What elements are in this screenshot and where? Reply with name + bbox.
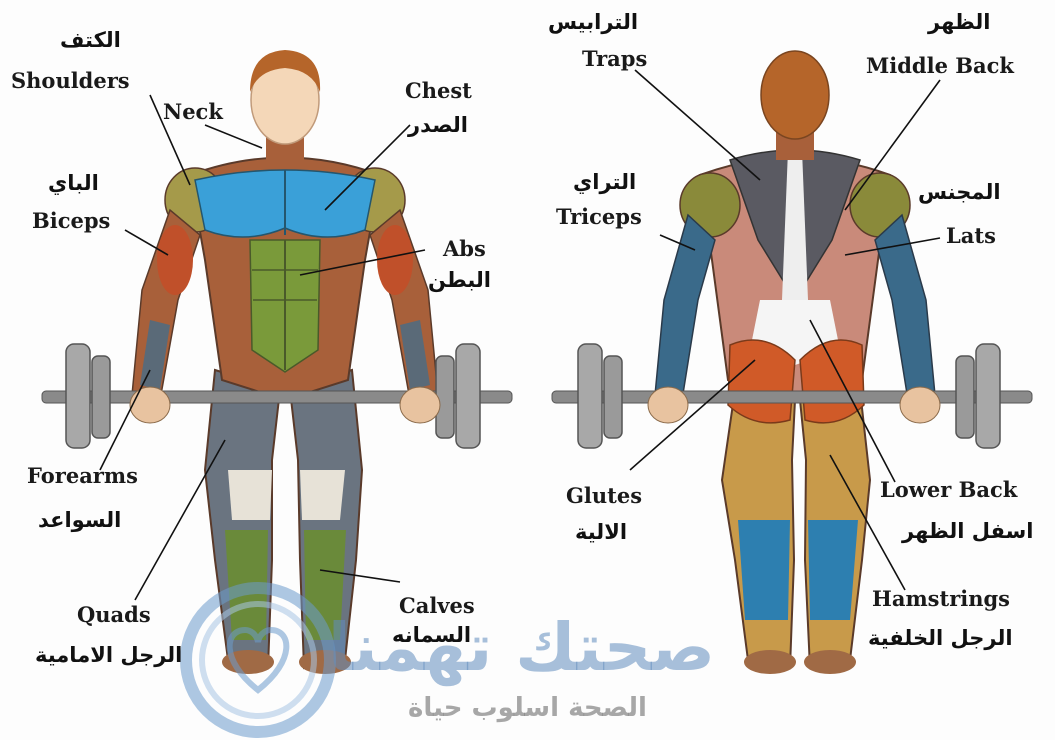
back-arm-right — [875, 215, 935, 400]
pointer-neck — [205, 125, 262, 148]
front-knee-right — [300, 470, 345, 520]
back-calf-right — [808, 520, 858, 620]
label-triceps-en: Triceps — [556, 206, 642, 227]
label-lower-back-en: Lower Back — [880, 479, 1017, 500]
front-hand-left — [130, 387, 170, 423]
back-glute-right — [800, 340, 864, 423]
front-plate-right-2 — [436, 356, 454, 438]
back-glute-left — [728, 340, 795, 423]
front-hand-right — [400, 387, 440, 423]
back-foot-left — [744, 650, 796, 674]
front-bicep-right — [377, 225, 413, 295]
watermark-brand: صحتك تهمنا — [328, 615, 715, 681]
watermark-slogan: الصحة اسلوب حياة — [408, 695, 647, 721]
back-body — [552, 51, 1032, 674]
back-calf-left — [738, 520, 790, 620]
label-biceps-ar: الباي — [48, 173, 99, 194]
back-hand-right — [900, 387, 940, 423]
front-plate-left-1 — [66, 344, 90, 448]
front-bicep-left — [157, 225, 193, 295]
label-hamstrings-ar: الرجل الخلفية — [868, 628, 1013, 649]
label-hamstrings-en: Hamstrings — [872, 588, 1010, 609]
back-head — [761, 51, 829, 139]
label-glutes-en: Glutes — [566, 485, 642, 506]
label-chest-ar: الصدر — [408, 115, 468, 136]
label-middle-back-en: Middle Back — [866, 55, 1014, 76]
label-quads-ar: الرجل الامامية — [35, 645, 182, 666]
label-biceps-en: Biceps — [32, 210, 110, 231]
back-arm-left — [655, 215, 715, 400]
back-plate-left-1 — [578, 344, 602, 448]
label-lower-back-ar: اسفل الظهر — [902, 521, 1034, 542]
label-traps-ar: الترابيس — [548, 12, 638, 33]
pointer-traps — [635, 70, 760, 180]
label-forearms-en: Forearms — [27, 465, 138, 486]
label-middle-back-ar: الظهر — [928, 12, 990, 33]
front-body — [42, 50, 512, 674]
back-hand-left — [648, 387, 688, 423]
label-lats-ar: المجنس — [918, 182, 1001, 203]
label-abs-en: Abs — [443, 238, 486, 259]
back-plate-right-1 — [976, 344, 1000, 448]
back-plate-right-2 — [956, 356, 974, 438]
label-shoulders-ar: الكتف — [60, 30, 121, 51]
front-plate-left-2 — [92, 356, 110, 438]
label-quads-en: Quads — [77, 604, 151, 625]
back-foot-right — [804, 650, 856, 674]
label-traps-en: Traps — [582, 48, 647, 69]
label-abs-ar: البطن — [428, 270, 491, 291]
label-lats-en: Lats — [946, 225, 996, 246]
label-chest-en: Chest — [405, 80, 472, 101]
label-neck-en: Neck — [163, 101, 223, 122]
back-plate-left-2 — [604, 356, 622, 438]
label-shoulders-en: Shoulders — [11, 70, 130, 91]
front-knee-left — [228, 470, 272, 520]
front-plate-right-1 — [456, 344, 480, 448]
label-glutes-ar: الالية — [575, 522, 627, 543]
label-triceps-ar: التراي — [573, 172, 636, 193]
label-forearms-ar: السواعد — [38, 510, 121, 531]
